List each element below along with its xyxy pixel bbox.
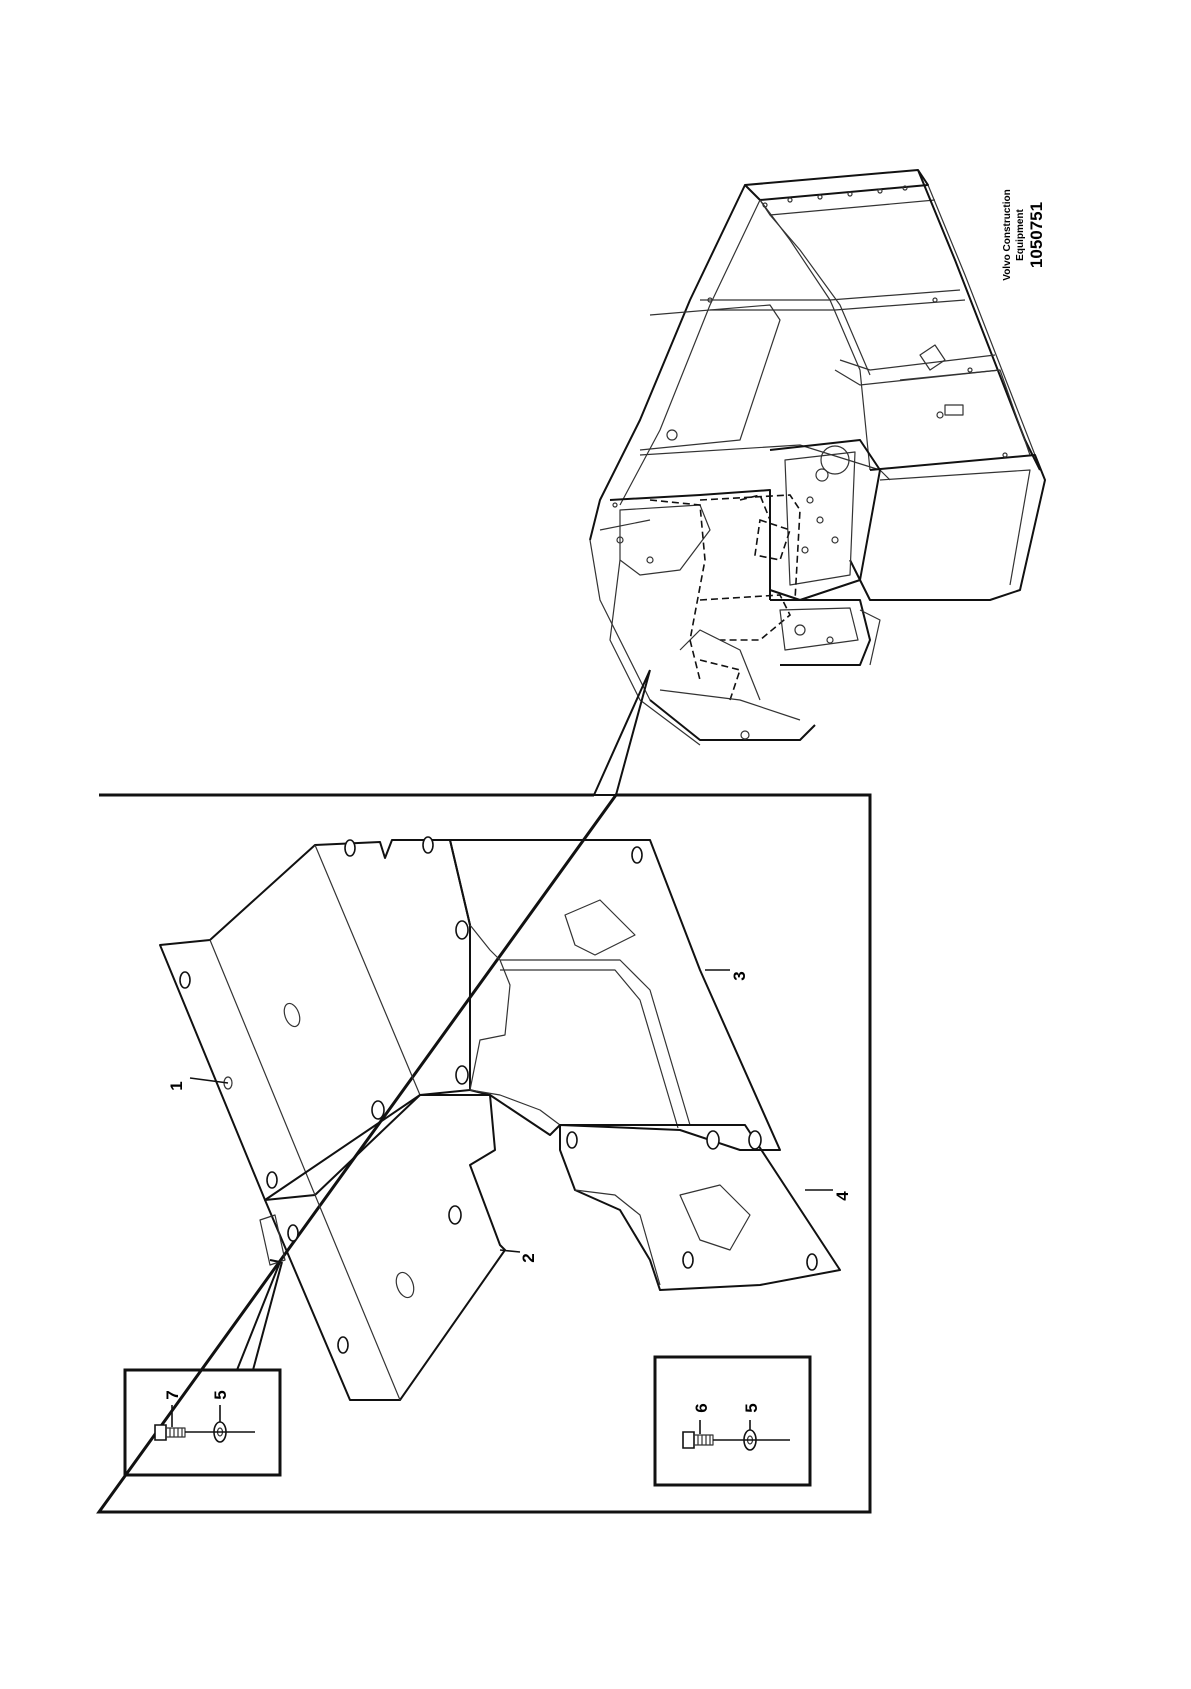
cab-frame-overview [589,169,1046,796]
inset-left-hardware: 7 5 [154,1390,255,1443]
callout-number-7: 7 [163,1390,182,1399]
brand-company-line1: Volvo Construction [1002,189,1013,280]
inset-right-box [653,1355,812,1487]
part-3-plate [449,839,781,1151]
callout-number-1: 1 [167,1081,186,1090]
detail-frame [96,793,872,1514]
part-4-plate [559,1124,841,1291]
callout-4: 4 [805,1189,852,1201]
callout-number-6: 6 [692,1403,711,1412]
brand-label-group: Volvo Construction Equipment 1050751 [1002,189,1046,280]
brand-company-line2: Equipment [1015,209,1026,261]
callout-1: 1 [167,1077,229,1091]
callout-number-4: 4 [833,1191,852,1201]
callout-number-5-right: 5 [742,1403,761,1412]
inset-left-box [123,1368,282,1477]
callout-number-5-left: 5 [211,1390,230,1399]
callout-number-2: 2 [519,1253,538,1262]
part-1-plate [159,836,471,1201]
inset-left-leader [236,1259,283,1371]
callout-2: 2 [499,1249,538,1263]
callout-3: 3 [705,969,749,981]
callout-number-3: 3 [730,971,749,980]
drawing-number: 1050751 [1027,202,1046,268]
part-2-plate [259,1094,506,1401]
inset-right-hardware: 6 5 [682,1403,790,1451]
